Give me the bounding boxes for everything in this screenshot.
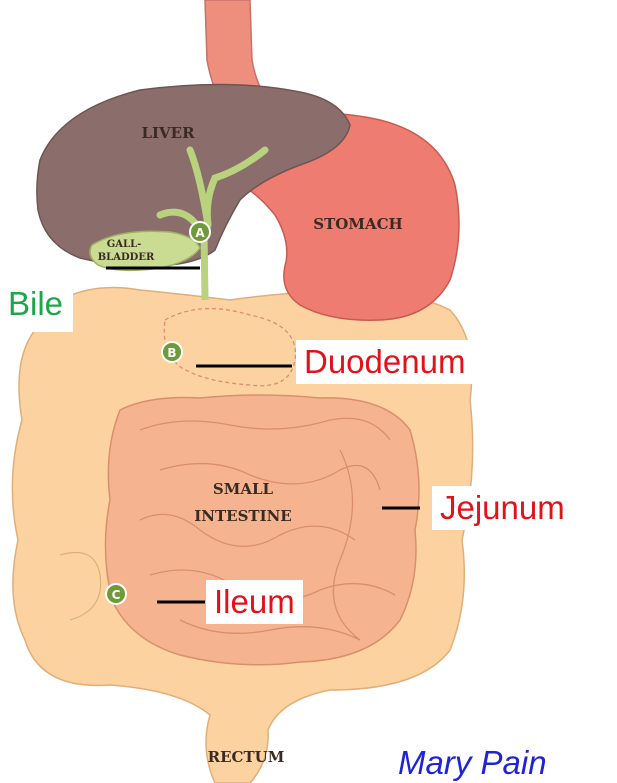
duodenum-callout: Duodenum	[296, 340, 473, 384]
marker-a: A	[190, 222, 210, 242]
small-intestine	[105, 395, 419, 665]
marker-c: C	[106, 584, 126, 604]
small-intestine-label-line2: INTESTINE	[194, 507, 291, 525]
rectum-label: RECTUM	[208, 748, 285, 766]
small-intestine-label-line1: SMALL	[213, 480, 274, 498]
svg-text:A: A	[195, 226, 205, 240]
svg-text:C: C	[112, 588, 121, 602]
ileum-callout: Ileum	[206, 580, 303, 624]
gallbladder-label-line2: BLADDER	[98, 252, 155, 263]
credit-text: Mary Pain	[398, 744, 547, 782]
gallbladder-label-line1: GALL-	[107, 239, 142, 250]
stomach-label: STOMACH	[313, 215, 402, 233]
common-bile-duct	[204, 232, 205, 300]
bile-callout: Bile	[0, 282, 73, 332]
marker-b: B	[162, 342, 182, 362]
svg-text:B: B	[167, 346, 176, 360]
liver-label: LIVER	[141, 124, 195, 142]
jejunum-callout: Jejunum	[432, 486, 573, 530]
